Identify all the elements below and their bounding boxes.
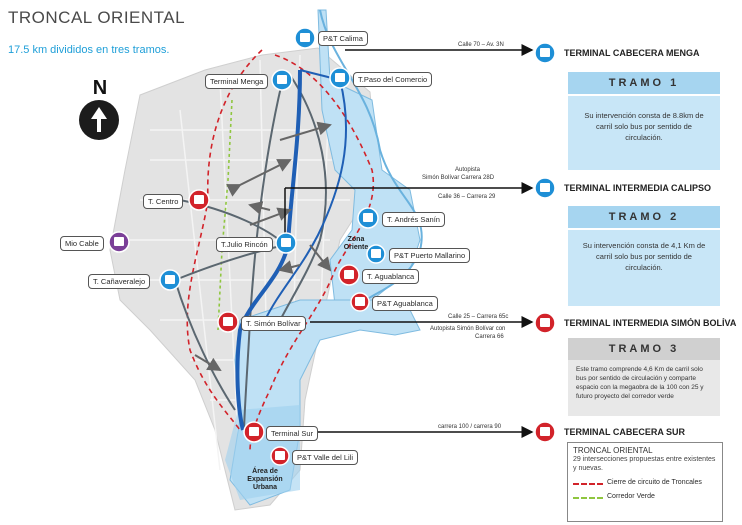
label-simon-bolivar[interactable]: T. Simón Bolívar [241,316,306,331]
green-corridor [217,99,233,331]
terminal-menga-title: TERMINAL CABECERA MENGA [564,48,700,58]
label-andres-sanin[interactable]: T. Andrés Sanín [382,212,445,227]
legend-red-dash-icon [573,483,603,485]
label-aguablanca[interactable]: T. Aguablanca [362,269,420,284]
label-mio-cable[interactable]: Mio Cable [60,236,104,251]
north-indicator: N [79,78,121,140]
label-terminal-menga[interactable]: Terminal Menga [205,74,269,89]
note-simon-3: Carrera 66 [475,334,504,340]
note-sur-route: carrera 100 / carrera 90 [438,424,502,430]
label-pt-valle-lili[interactable]: P&T Valle del Lili [292,450,359,465]
tramo-2-title: TRAMO 2 [568,206,720,228]
terminal-calipso-title: TERMINAL INTERMEDIA CALIPSO [564,183,712,193]
tramo-2-text: Su intervención consta de 4,1 Km de carr… [568,230,720,306]
legend-box: TRONCAL ORIENTAL 29 intersecciones propu… [567,442,723,522]
legend-green-dash-icon [573,497,603,499]
river-area-north [317,9,421,311]
tramo-1-text: Su intervención consta de 8.8km de carri… [568,96,720,170]
label-julio-rincon[interactable]: T.Julio Rincón [216,237,273,252]
note-calipso-1: Autopista [455,167,481,173]
label-pt-aguablanca[interactable]: P&T Aguablanca [372,296,438,311]
legend-item-green: Corredor Verde [573,492,717,501]
legend-title: TRONCAL ORIENTAL [573,446,653,455]
legend-item-green-label: Corredor Verde [607,493,655,500]
terminal-sur-title: TERMINAL CABECERA SUR [564,427,686,437]
label-centro[interactable]: T. Centro [143,194,184,209]
label-area-expansion: Área de Expansión Urbana [247,468,283,491]
bus-glyphs [114,33,550,460]
note-simon-1: Calle 25 – Carrera 65c [448,314,509,320]
tramo-3-title: TRAMO 3 [568,338,720,360]
terminal-simon-title: TERMINAL INTERMEDIA SIMÓN BOLÍVA [564,318,737,328]
trunk-lines-gray [174,69,327,431]
note-calipso-3: Calle 36 – Carrera 29 [438,194,496,200]
tramo-3-text: Este tramo comprende 4,6 Km de carril so… [568,360,720,416]
label-terminal-sur[interactable]: Terminal Sur [266,426,319,441]
note-menga-route: Calle 70 – Av. 3N [458,42,504,48]
legend-item-circuit-label: Cierre de circuito de Troncales [607,479,702,486]
map-subtitle: 17.5 km divididos en tres tramos. [8,44,170,56]
label-paso-comercio[interactable]: T.Paso del Comercio [353,72,433,87]
circuit-red-dashed [186,49,375,451]
legend-item-circuit: Cierre de circuito de Troncales [573,478,717,487]
flow-arrows [194,121,332,372]
north-arrow-icon [79,100,119,140]
label-puerto-mallarino[interactable]: P&T Puerto Mallarino [389,248,471,263]
terminal-pointer-arrows [284,44,534,438]
label-pt-calima[interactable]: P&T Calima [318,31,368,46]
map-title: TRONCAL ORIENTAL [8,8,186,27]
label-zona-oriente: Zona Oriente [343,236,369,251]
note-simon-2: Autopista Simón Bolívar con [430,326,506,332]
tramo-1-title: TRAMO 1 [568,72,720,94]
north-letter: N [92,77,108,99]
troncal-route-blue [235,69,302,431]
label-canaveralejo[interactable]: T. Cañaveralejo [88,274,151,289]
legend-desc: 29 intersecciones propuestas entre exist… [573,456,716,472]
note-calipso-2: Simón Bolívar Carrera 28D [422,175,495,181]
